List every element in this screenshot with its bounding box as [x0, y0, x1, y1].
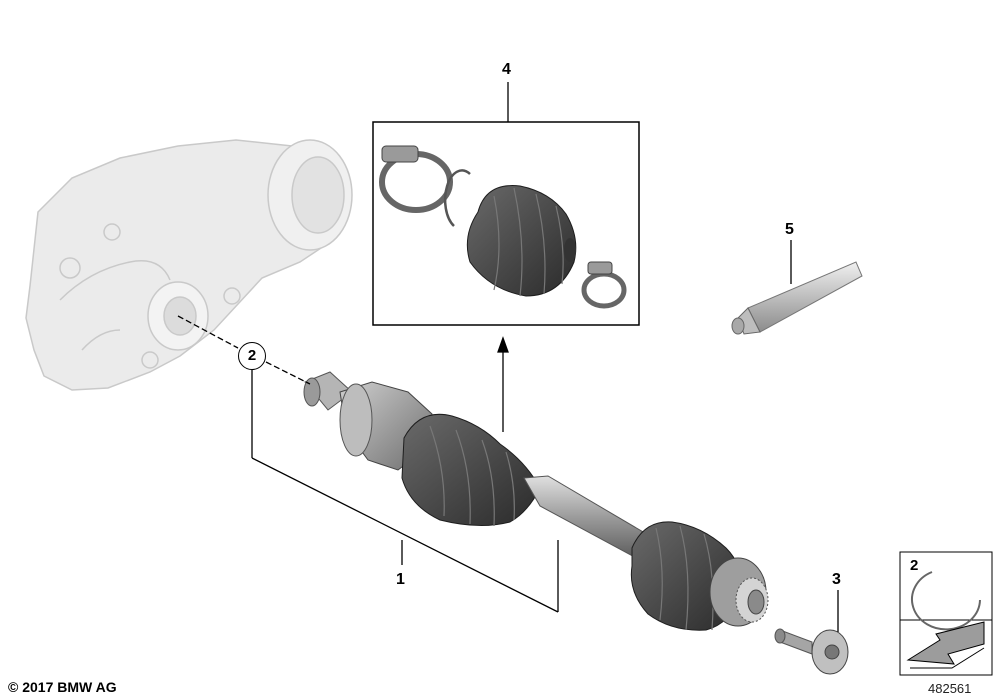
direction-arrow-icon: [906, 621, 985, 669]
leader-lines: [177, 82, 839, 632]
image-id-text: 482561: [928, 681, 972, 696]
callout-1: 1: [396, 571, 405, 588]
differential-housing-illustration: [25, 139, 353, 391]
callout-2: 2: [238, 342, 266, 370]
repair-kit-contents: [379, 145, 627, 309]
legend-ring-label: 2: [910, 557, 919, 574]
callout-3: 3: [832, 571, 841, 588]
copyright-text: © 2017 BMW AG: [8, 679, 117, 695]
repair-kit-box: [372, 121, 640, 326]
callout-5: 5: [785, 221, 794, 238]
drive-shaft-illustration: [303, 371, 769, 631]
grease-tube-illustration: [731, 261, 863, 335]
legend-box: [899, 551, 993, 676]
hub-bolt-illustration: [774, 628, 849, 675]
callout-4: 4: [502, 61, 511, 78]
